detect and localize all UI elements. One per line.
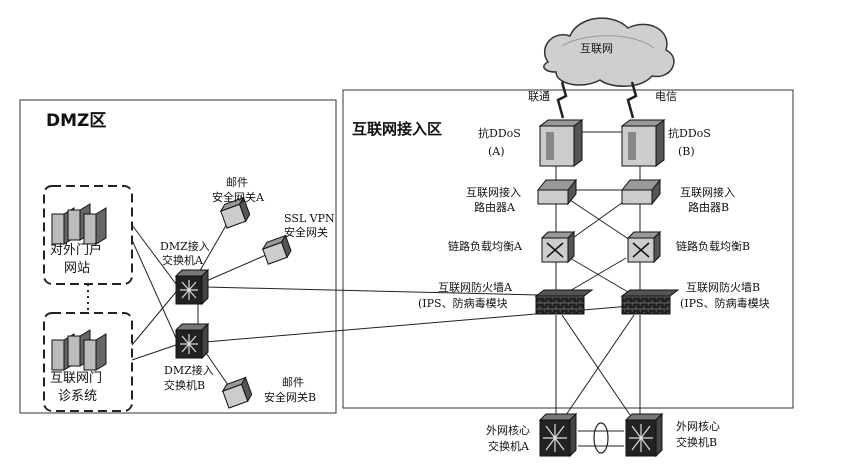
internet-zone-links bbox=[555, 131, 641, 447]
fw-b-label-1: 互联网防火墙B bbox=[686, 281, 761, 294]
core-switch-b-icon bbox=[624, 412, 664, 458]
router-a-icon bbox=[536, 178, 578, 206]
portal-servers-icon bbox=[51, 203, 107, 245]
vpn-gateway-icon bbox=[261, 234, 292, 265]
clinic-label-2: 诊系统 bbox=[58, 389, 98, 404]
isp-link-left bbox=[556, 81, 568, 119]
fw-b-label-2: (IPS、防病毒模块 bbox=[680, 297, 770, 310]
mail-gateway-a-label-2: 安全网关A bbox=[212, 191, 264, 204]
router-b-icon bbox=[620, 178, 662, 206]
anti-ddos-b-icon bbox=[620, 119, 666, 167]
firewall-a-icon bbox=[534, 289, 594, 315]
dmz-switch-a-label-2: 交换机A bbox=[162, 254, 203, 267]
mail-gateway-b-label-1: 邮件 bbox=[282, 376, 304, 389]
anti-ddos-b-label: 抗DDoS bbox=[668, 127, 711, 140]
mail-gateway-b-icon bbox=[221, 376, 253, 409]
lb-b-label: 链路负载均衡B bbox=[676, 240, 751, 253]
dmz-switch-b-icon bbox=[174, 322, 210, 360]
router-b-label-1: 互联网接入 bbox=[680, 186, 735, 199]
anti-ddos-a-icon bbox=[538, 119, 584, 167]
clinic-group-box bbox=[43, 312, 133, 412]
router-a-label-2: 路由器A bbox=[474, 201, 515, 214]
dmz-switch-b-label-2: 交换机B bbox=[164, 379, 206, 392]
anti-ddos-a-label: 抗DDoS bbox=[478, 127, 521, 140]
fw-a-label-2: (IPS、防病毒模块 bbox=[418, 297, 508, 310]
core-b-label-2: 交换机B bbox=[676, 436, 718, 449]
isp-telecom-label: 电信 bbox=[655, 90, 677, 103]
dmz-zone-box bbox=[19, 99, 337, 414]
internet-cloud bbox=[543, 17, 675, 87]
router-a-label-1: 互联网接入 bbox=[466, 186, 521, 199]
core-b-label-1: 外网核心 bbox=[676, 420, 720, 433]
clinic-label-1: 互联网门 bbox=[50, 371, 103, 386]
core-a-label-2: 交换机A bbox=[488, 440, 529, 453]
mail-gateway-a-icon bbox=[219, 196, 251, 229]
clinic-servers-icon bbox=[51, 329, 107, 371]
internet-zone-title: 互联网接入区 bbox=[352, 120, 443, 138]
portal-label-2: 网站 bbox=[64, 261, 91, 276]
isp-unicom-label: 联通 bbox=[528, 90, 550, 103]
portal-label-1: 对外门户 bbox=[50, 243, 103, 258]
vpn-gateway-label-1: SSL VPN bbox=[284, 212, 335, 225]
core-trunk-ring bbox=[593, 422, 609, 454]
dmz-switch-a-label-1: DMZ接入 bbox=[160, 240, 210, 253]
cloud-label: 互联网 bbox=[580, 42, 613, 55]
firewall-b-icon bbox=[620, 289, 680, 315]
anti-ddos-a-sub: (A) bbox=[488, 145, 505, 158]
dmz-zone-title: DMZ区 bbox=[46, 111, 107, 131]
internet-zone-box bbox=[342, 89, 794, 409]
dmz-switch-a-icon bbox=[174, 268, 210, 306]
fw-a-label-1: 互联网防火墙A bbox=[438, 281, 512, 294]
load-balancer-a-icon bbox=[540, 230, 576, 264]
mail-gateway-b-label-2: 安全网关B bbox=[264, 391, 317, 404]
isp-link-right bbox=[626, 81, 638, 119]
lb-a-label: 链路负载均衡A bbox=[448, 240, 522, 253]
vpn-gateway-label-2: 安全网关 bbox=[284, 226, 328, 239]
mail-gateway-a-label-1: 邮件 bbox=[226, 176, 248, 189]
router-b-label-2: 路由器B bbox=[688, 201, 730, 214]
dmz-switch-b-label-1: DMZ接入 bbox=[164, 364, 214, 377]
anti-ddos-b-sub: (B) bbox=[678, 145, 695, 158]
core-switch-a-icon bbox=[538, 412, 578, 458]
load-balancer-b-icon bbox=[626, 230, 662, 264]
core-a-label-1: 外网核心 bbox=[486, 424, 530, 437]
